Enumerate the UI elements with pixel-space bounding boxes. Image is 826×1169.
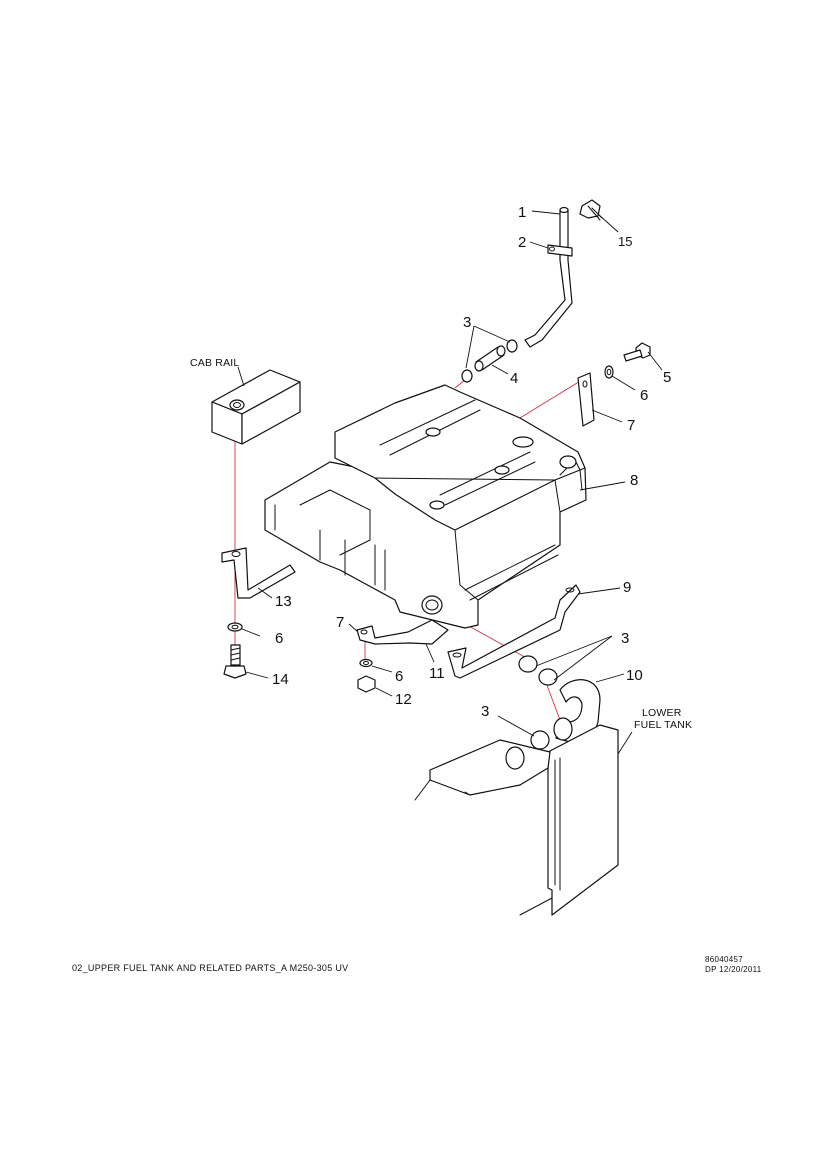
callout-8: 8 [630,472,638,489]
callout-10: 10 [626,667,643,684]
strap-11 [356,619,449,645]
callout-15: 15 [618,234,632,249]
bolt-5 [623,342,651,362]
washer-6-lower [359,658,373,668]
document-number: 86040457 [705,955,743,964]
callout-6-left: 6 [275,630,283,647]
cab-rail-label: CAB RAIL [190,357,239,369]
callout-1: 1 [518,204,526,221]
callout-11: 11 [429,665,445,682]
callout-14: 14 [272,671,289,688]
callout-3-lower: 3 [481,703,489,720]
callout-13: 13 [275,593,292,610]
clamp-3-middle [518,655,558,686]
cab-rail [211,369,301,445]
callout-12: 12 [395,691,412,708]
bracket-13 [221,547,296,599]
strap-7-right [577,372,595,427]
leader-lines [237,210,663,755]
diagram-title: 02_UPPER FUEL TANK AND RELATED PARTS_A M… [72,963,349,973]
filler-tube-1 [524,206,573,348]
hose-4 [474,345,506,372]
lower-fuel-tank-label-line1: LOWER [642,707,682,719]
upper-fuel-tank [264,384,587,629]
bolt-14 [223,644,247,679]
callout-7-right: 7 [627,417,635,434]
callout-7-lower: 7 [336,614,344,631]
clamp-3-lower [530,730,550,750]
nut-12 [357,675,376,693]
callout-6-right: 6 [640,387,648,404]
washer-6-left [227,622,243,632]
callout-5: 5 [663,369,671,386]
document-reference: 86040457 DP 12/20/2011 [705,955,762,975]
washer-6-right [604,365,614,379]
callout-3-upper: 3 [463,314,471,331]
callout-2: 2 [518,234,526,251]
callout-9: 9 [623,579,631,596]
document-date: DP 12/20/2011 [705,965,762,974]
callout-4: 4 [510,370,518,387]
callout-3-middle: 3 [621,630,629,647]
lower-fuel-tank [414,724,619,916]
labels: CAB RAIL LOWER FUEL TANK [190,357,692,731]
callouts: 1 2 15 3 4 5 6 7 8 9 3 10 3 13 6 14 7 6 … [272,204,671,720]
cap-15 [579,199,603,221]
hose-10 [553,679,601,743]
callout-6-lower: 6 [395,668,403,685]
clamp-2 [547,244,573,257]
clamp-3-upper [461,339,518,383]
strap-9 [447,584,581,679]
lower-fuel-tank-label-line2: FUEL TANK [634,719,692,731]
